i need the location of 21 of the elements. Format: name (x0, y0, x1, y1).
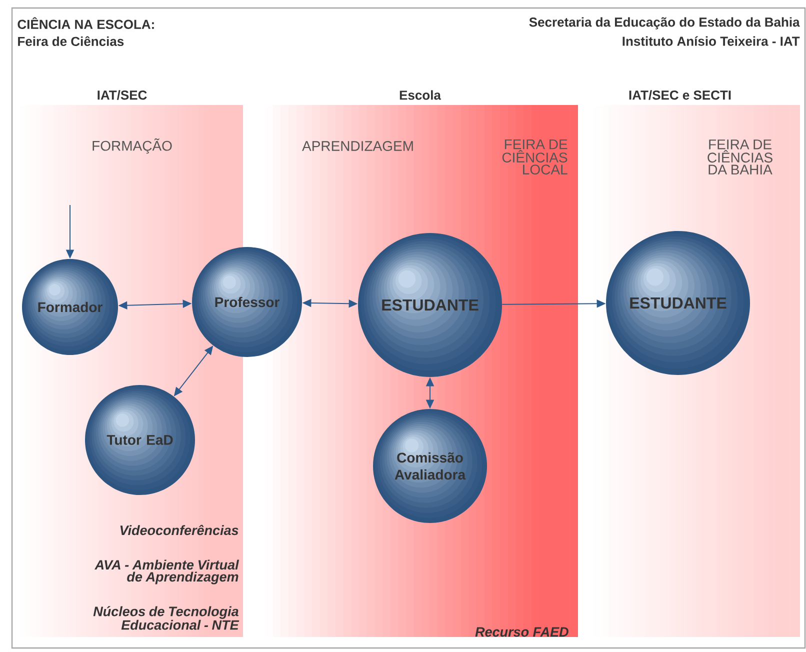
note-text: AVA - Ambiente Virtual de Aprendizagem (94, 560, 240, 584)
stage-label: APRENDIZAGEM (302, 141, 413, 151)
sphere: Comissão Avaliadora (373, 409, 487, 523)
stage-label: FEIRA DE CIÊNCIAS LOCAL (502, 140, 568, 174)
column-heading: IAT/SEC (98, 90, 147, 100)
header-text: Instituto Anísio Teixeira - IAT (622, 36, 800, 46)
note-text: Videoconferências (120, 524, 238, 536)
title: CIÊNCIA NA ESCOLA: (18, 17, 154, 29)
header-text: Secretaria da Educação do Estado da Bahia (529, 17, 800, 30)
note-text: Recurso FAED (475, 627, 568, 637)
sphere: Tutor EaD (85, 385, 195, 495)
column-heading: IAT/SEC e SECTI (629, 90, 731, 100)
stage-label: FORMAÇÃO (92, 138, 172, 154)
column-heading: Escola (400, 90, 442, 100)
sphere: ESTUDANTE (358, 233, 502, 377)
header-text: Feira de Ciências (18, 36, 124, 46)
sphere: ESTUDANTE (606, 231, 750, 375)
sphere: Formador (22, 259, 118, 355)
note-text: Núcleos de Tecnologia Educacional - NTE (93, 606, 240, 630)
sphere: Professor (192, 247, 302, 357)
stage-label: FEIRA DE CIÊNCIAS DA BAHIA (708, 140, 772, 174)
